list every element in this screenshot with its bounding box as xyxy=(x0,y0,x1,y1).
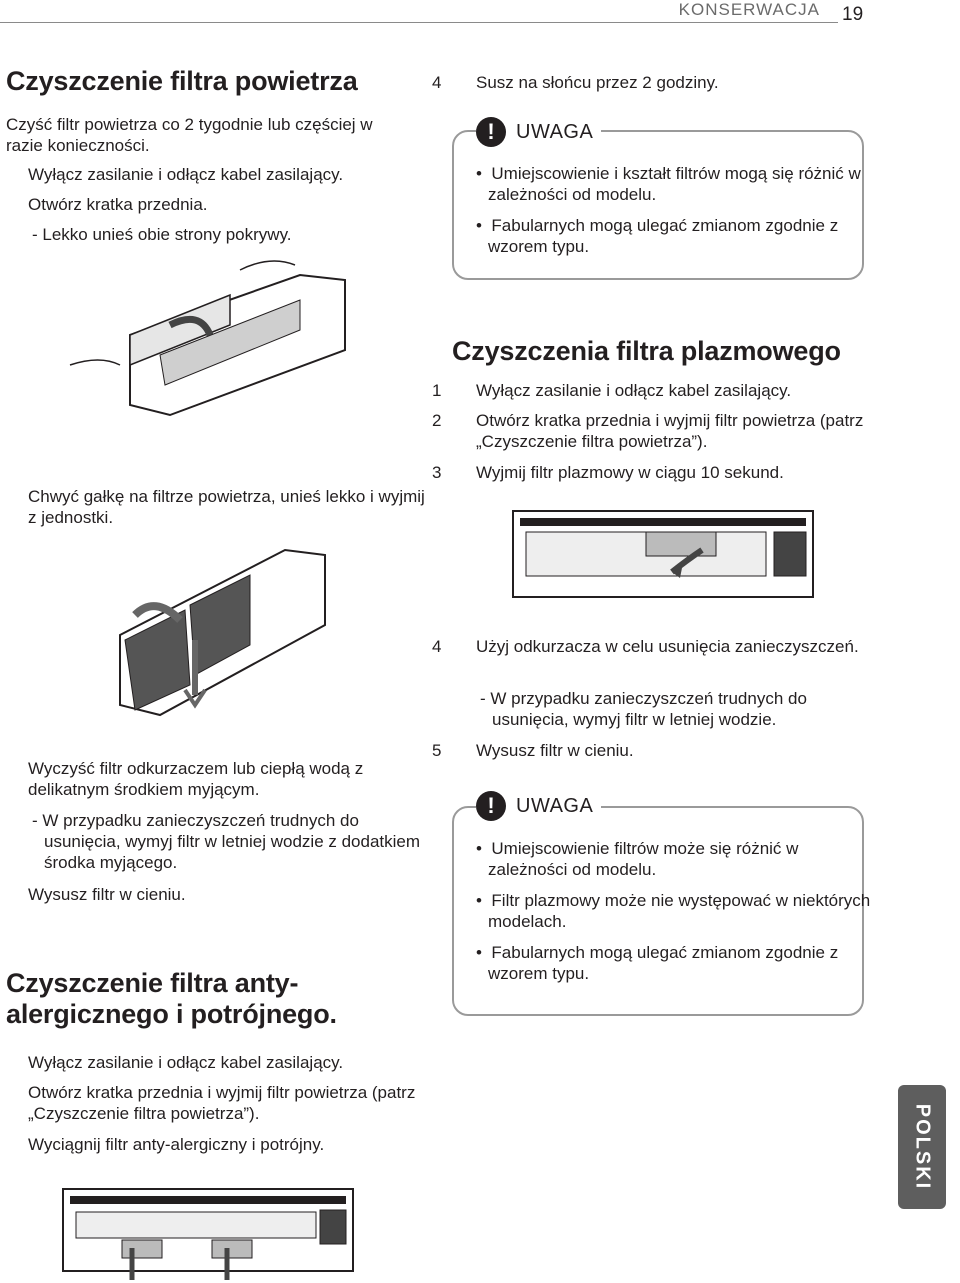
exclamation-icon: ! xyxy=(476,117,506,147)
step-text: Użyj odkurzacza w celu usunięcia zaniecz… xyxy=(476,637,859,656)
step-number: 1 xyxy=(6,1052,28,1073)
step-text: Wyłącz zasilanie i odłącz kabel zasilają… xyxy=(28,1053,344,1072)
caution-bullet: • Umiejscowienie filtrów może się różnić… xyxy=(476,839,799,879)
caution-bullet: • Umiejscowienie i kształt filtrów mogą … xyxy=(476,164,861,204)
illustration-allergy-filter xyxy=(62,1188,354,1280)
step-number: 3 xyxy=(6,486,28,507)
step-1: 1 Wyłącz zasilanie i odłącz kabel zasilaj… xyxy=(432,380,896,401)
step-2-sub: - Lekko unieś obie strony pokrywy. xyxy=(32,225,292,244)
illustration-plasma-filter xyxy=(512,510,814,598)
step-number: 3 xyxy=(432,463,442,482)
step-text: Wysusz filtr w cieniu. xyxy=(476,741,634,760)
section-header: KONSERWACJA xyxy=(678,0,820,19)
step-3: 3Wyciągnij filtr anty-alergiczny i potró… xyxy=(6,1134,438,1155)
step-4: 4Wyczyść filtr odkurzaczem lub ciepłą wo… xyxy=(6,758,438,800)
step-number: 4 xyxy=(432,637,442,656)
section-title-air-filter: Czyszczenie filtra powietrza xyxy=(6,66,358,96)
step-number: 2 xyxy=(6,1082,28,1103)
step-text: Wyjmij filtr plazmowy w ciągu 10 sekund. xyxy=(476,463,784,482)
step-text: Wyłącz zasilanie i odłącz kabel zasilają… xyxy=(28,165,344,184)
caution-header: ! UWAGA xyxy=(476,117,602,147)
section-title-allergy-filter: Czyszczenie filtra anty-alergicznego i p… xyxy=(6,968,337,1029)
language-tab-label: POLSKI xyxy=(911,1103,934,1191)
step-text: Susz na słońcu przez 2 godziny. xyxy=(476,73,719,92)
caution-title: UWAGA xyxy=(516,120,594,143)
step-number: 2 xyxy=(432,411,442,430)
step-text: Wyciągnij filtr anty-alergiczny i potrój… xyxy=(28,1135,325,1154)
section-title-plasma-filter: Czyszczenia filtra plazmowego xyxy=(452,336,841,366)
step-text: Otwórz kratka przednia. xyxy=(28,195,208,214)
step-text: Wysusz filtr w cieniu. xyxy=(28,885,186,904)
intro-text: Czyść filtr powietrza co 2 tygodnie lub … xyxy=(6,115,373,155)
step-text: Wyłącz zasilanie i odłącz kabel zasilają… xyxy=(476,381,792,400)
caution-box-1 xyxy=(452,130,864,280)
step-3: 3Chwyć gałkę na filtrze powietrza, unieś… xyxy=(6,486,428,528)
step-number: 5 xyxy=(432,741,442,760)
step-number: 3 xyxy=(6,1134,28,1155)
step-text: Otwórz kratka przednia i wyjmij filtr po… xyxy=(476,411,864,451)
step-number: 5 xyxy=(6,884,28,905)
page-number: 19 xyxy=(842,4,864,25)
step-text: Otwórz kratka przednia i wyjmij filtr po… xyxy=(28,1083,416,1123)
caution-bullet: • Filtr plazmowy może nie występować w n… xyxy=(476,891,871,931)
illustration-remove-filter xyxy=(119,548,326,717)
step-4: 4 Użyj odkurzacza w celu usunięcia zaniec… xyxy=(432,636,896,657)
step-3: 3 Wyjmij filtr plazmowy w ciągu 10 sekund… xyxy=(432,462,896,483)
caution-header: ! UWAGA xyxy=(476,791,602,821)
step-4-sun-dry: 4 Susz na słońcu przez 2 godziny. xyxy=(432,72,896,93)
step-2: 2 Otwórz kratka przednia i wyjmij filtr p… xyxy=(432,410,896,452)
language-tab: POLSKI xyxy=(898,1085,946,1209)
step-4-sub: - W przypadku zanieczyszczeń trudnych do… xyxy=(480,689,807,729)
caution-bullet: • Fabularnych mogą ulegać zmianom zgodni… xyxy=(476,943,839,983)
step-number: 4 xyxy=(432,73,442,92)
caution-title: UWAGA xyxy=(516,794,594,817)
header-rule xyxy=(0,22,838,23)
exclamation-icon: ! xyxy=(476,791,506,821)
step-number: 1 xyxy=(6,164,28,185)
illustration-open-grille xyxy=(69,260,346,417)
step-number: 4 xyxy=(6,758,28,779)
step-number: 1 xyxy=(432,381,442,400)
step-number: 2 xyxy=(6,194,28,215)
step-5: 5 Wysusz filtr w cieniu. xyxy=(432,740,896,761)
step-4-sub: - W przypadku zanieczyszczeń trudnych do… xyxy=(32,811,421,872)
caution-box-2 xyxy=(452,806,864,1016)
step-text: Wyczyść filtr odkurzaczem lub ciepłą wod… xyxy=(28,759,364,799)
step-text: Chwyć gałkę na filtrze powietrza, unieś … xyxy=(28,487,425,527)
caution-bullet: • Fabularnych mogą ulegać zmianom zgodni… xyxy=(476,216,839,256)
